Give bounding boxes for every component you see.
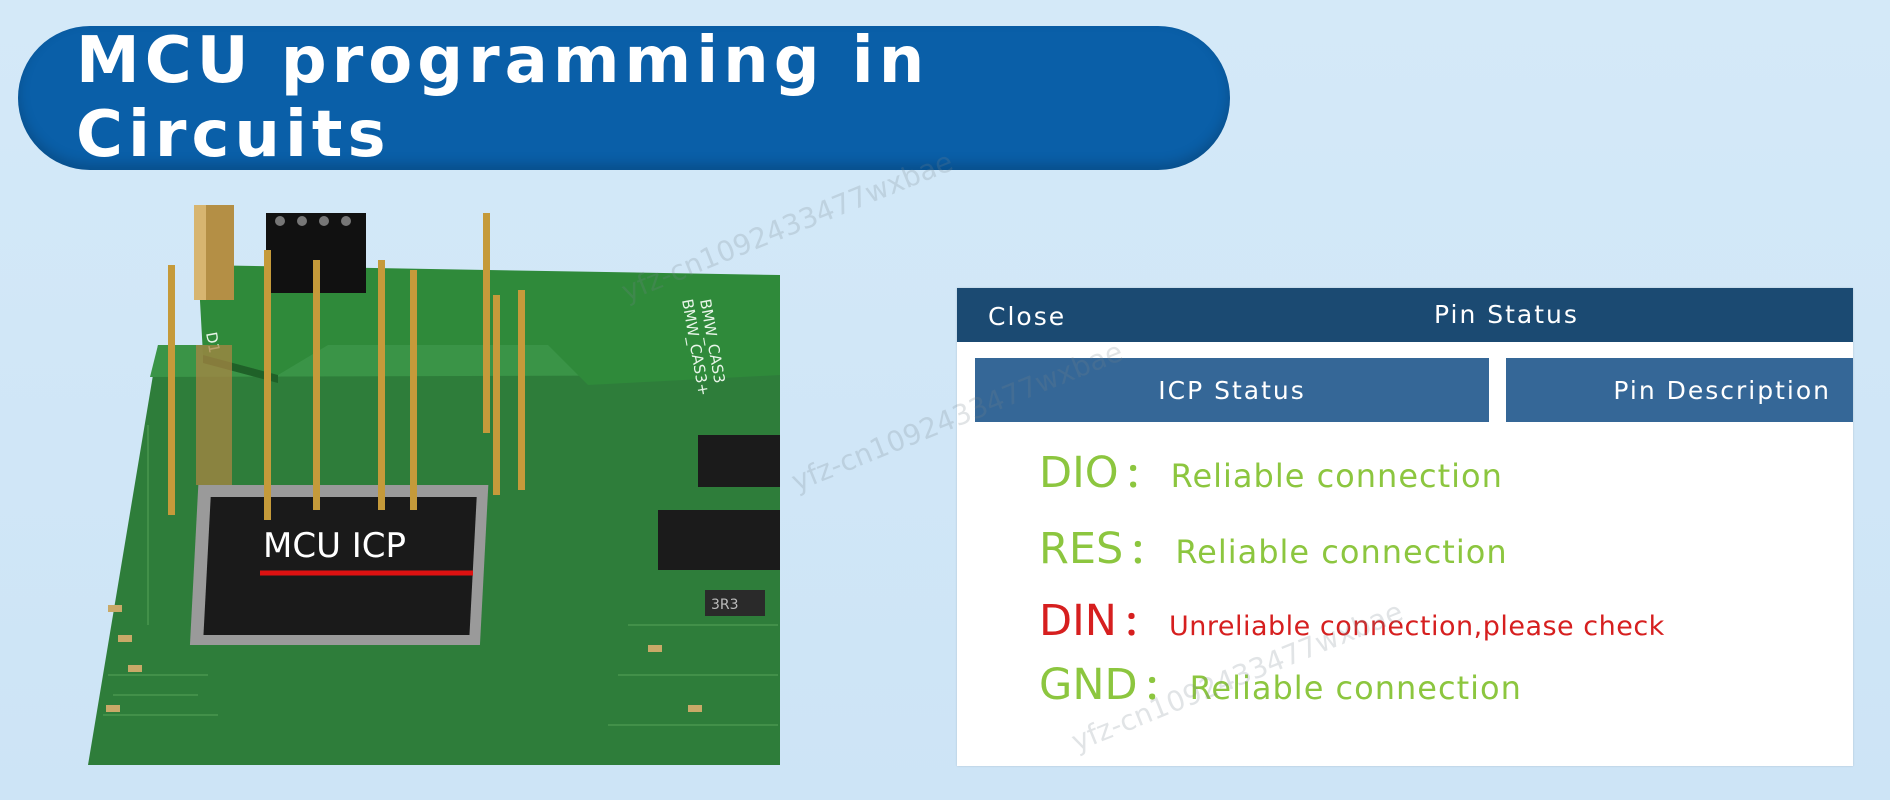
pcb-svg: 3R3 MCU ICP BMW_CAS3 BMW_CAS3+ D1 [88,205,780,765]
ic-right-2 [658,510,780,570]
mcu-chip-label: MCU ICP [263,526,406,566]
pin-separator: ： [1129,532,1164,572]
pin-separator: ： [1122,604,1157,644]
pin-status-panel: Close Pin Status ICP Status Pin Descript… [957,288,1853,766]
pin-status: Reliable connection [1170,457,1503,495]
ic-right-1 [698,435,780,487]
pin-status: Reliable connection [1175,533,1508,571]
pin-name: DIN [1039,596,1117,646]
pin-row-din: DIN ： Unreliable connection,please check [1039,596,1665,646]
pin-row-dio: DIO ： Reliable connection [1039,448,1503,498]
pin-row-res: RES ： Reliable connection [1039,524,1508,574]
close-button[interactable]: Close [988,302,1067,331]
pin-status: Reliable connection [1189,669,1522,707]
mcu-chip [203,497,477,635]
tab-pin-description[interactable]: Pin Description [1490,358,1853,422]
pin-row-gnd: GND ： Reliable connection [1039,660,1522,710]
pin-separator: ： [1143,668,1178,708]
pin-status: Unreliable connection,please check [1168,611,1665,642]
pcb-illustration: 3R3 MCU ICP BMW_CAS3 BMW_CAS3+ D1 [88,205,780,765]
pin-separator: ： [1124,456,1159,496]
pin-name: GND [1039,660,1138,710]
panel-title: Pin Status [1434,300,1579,329]
pin-name: RES [1039,524,1124,574]
pin-name: DIO [1039,448,1119,498]
page-title: MCU programming in Circuits [76,24,930,172]
panel-header: Close Pin Status [957,288,1853,342]
title-banner: MCU programming in Circuits [18,24,1230,172]
tab-icp-status[interactable]: ICP Status [975,358,1489,422]
component-label: 3R3 [711,597,739,613]
